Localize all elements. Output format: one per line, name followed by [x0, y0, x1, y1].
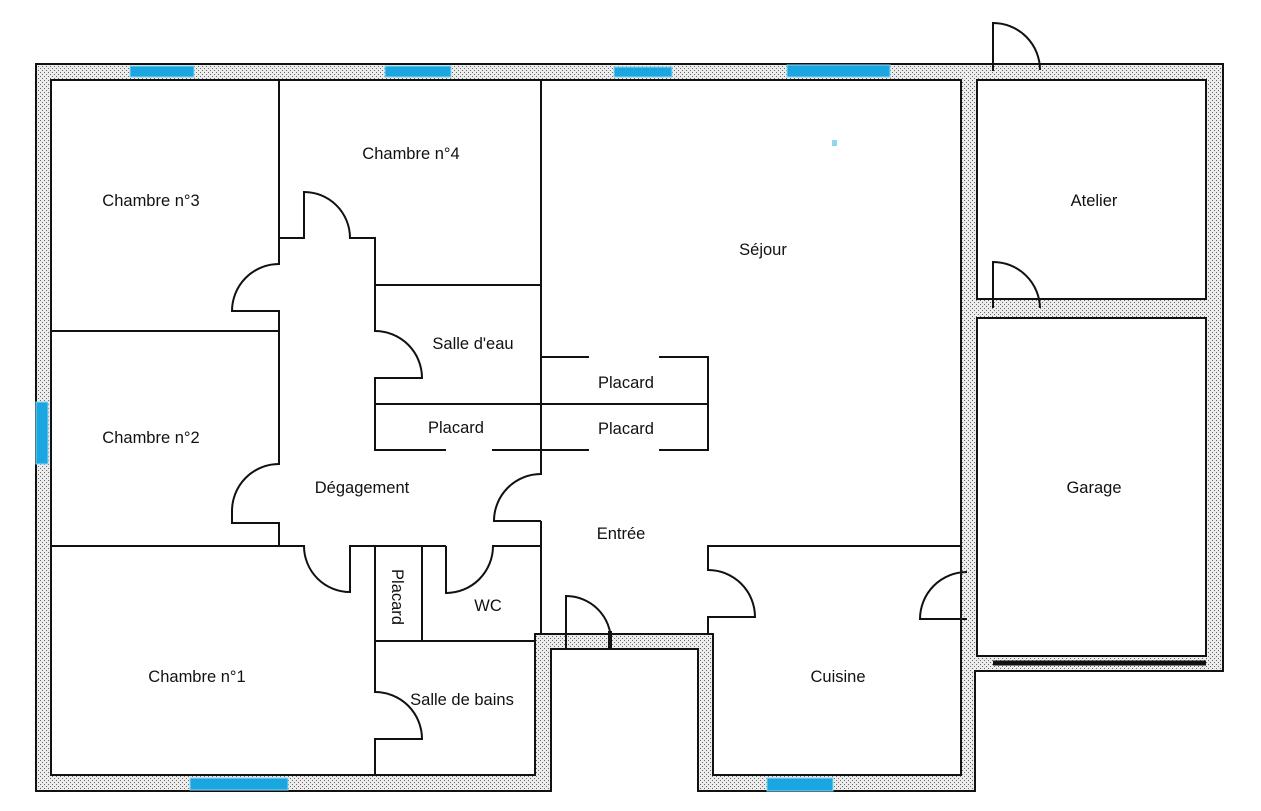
door-wc — [445, 545, 494, 595]
door-entree — [565, 594, 612, 642]
label-placard-entree: Placard — [598, 420, 654, 438]
door-chambre-1 — [303, 545, 351, 593]
label-wc: WC — [474, 597, 502, 615]
door-salle-bains — [374, 691, 424, 740]
label-entree: Entrée — [597, 525, 646, 543]
interior-walls — [50, 79, 962, 776]
window-mark — [832, 140, 837, 146]
window-west — [35, 401, 49, 465]
window-north-1 — [129, 65, 195, 78]
label-salle-eau: Salle d'eau — [432, 335, 513, 353]
label-garage: Garage — [1066, 479, 1121, 497]
label-placard-wc: Placard — [388, 569, 406, 625]
label-cuisine: Cuisine — [810, 668, 865, 686]
window-north-4 — [786, 64, 891, 78]
door-garage-cuisine — [918, 571, 968, 620]
door-salle-eau — [374, 330, 424, 379]
doors — [230, 21, 1041, 740]
door-sejour — [492, 473, 542, 522]
door-cuisine — [707, 569, 757, 618]
label-salle-bains: Salle de bains — [410, 691, 514, 709]
door-chambre-4 — [303, 190, 351, 239]
window-north-2 — [384, 65, 452, 78]
label-chambre-3: Chambre n°3 — [102, 192, 199, 210]
window-south-1 — [189, 777, 289, 791]
window-south-2 — [766, 777, 834, 792]
label-chambre-2: Chambre n°2 — [102, 429, 199, 447]
room-labels: Chambre n°3 Chambre n°4 Séjour Atelier S… — [102, 145, 1121, 709]
label-placard-couloir: Placard — [428, 419, 484, 437]
label-chambre-1: Chambre n°1 — [148, 668, 245, 686]
door-atelier-garage — [992, 260, 1041, 309]
window-north-3 — [613, 66, 673, 78]
label-degagement: Dégagement — [315, 479, 410, 497]
label-sejour: Séjour — [739, 241, 787, 259]
label-placard-sejour: Placard — [598, 374, 654, 392]
door-chambre-3 — [230, 263, 280, 312]
exterior-wall — [35, 63, 1224, 792]
door-atelier-exterior — [992, 21, 1041, 71]
windows — [35, 64, 891, 792]
door-chambre-2 — [231, 463, 280, 524]
label-atelier: Atelier — [1071, 192, 1118, 210]
label-chambre-4: Chambre n°4 — [362, 145, 459, 163]
